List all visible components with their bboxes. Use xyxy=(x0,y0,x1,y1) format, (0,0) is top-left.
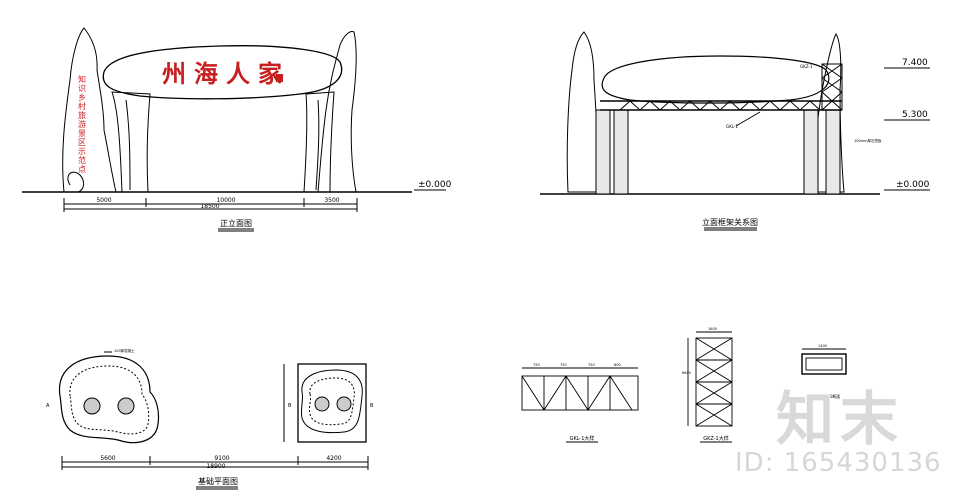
top-stone xyxy=(102,45,343,100)
plan-dim-left: 5600 xyxy=(100,455,115,462)
gkl-dim-2: 750 xyxy=(560,363,567,367)
section-label: GK2-1断面 xyxy=(820,393,840,399)
left-pad-boulder-2 xyxy=(117,397,135,415)
left-pad-outer xyxy=(58,355,160,444)
gkl-dim-1: 750 xyxy=(533,363,540,367)
seal-stamp xyxy=(276,74,283,82)
gkz-dim-top-label: 1600 xyxy=(708,327,717,331)
truss-column xyxy=(821,63,843,111)
level-mid-label: 5.300 xyxy=(902,110,928,120)
frame-elevation: GKZ-1 GKL-1 100mm厚石膏板 7.400 5.300 ±0.000… xyxy=(540,31,930,231)
plan-note: 100厚混凝土 xyxy=(114,348,135,353)
plan-dim-right: 4200 xyxy=(326,455,341,462)
frame-col-left-2 xyxy=(613,109,629,195)
right-pad-boulder-1 xyxy=(314,396,330,412)
right-pad-outer xyxy=(300,369,363,434)
left-pad-inner xyxy=(69,365,150,435)
section-b-left: B xyxy=(288,403,292,409)
label-side: 100mm厚石膏板 xyxy=(854,138,882,143)
front-elevation-title: 正立面图 xyxy=(220,218,252,228)
plan-dim-total: 18900 xyxy=(206,463,225,470)
frame-left-rock xyxy=(566,31,601,193)
label-gkl-leader xyxy=(735,111,761,127)
gkl-beam-web xyxy=(521,375,633,411)
dim-total: 18500 xyxy=(200,203,219,210)
left-post-inner xyxy=(125,99,131,191)
section-box-inner xyxy=(805,357,843,371)
right-pad-boulder-2 xyxy=(336,396,352,412)
left-rock xyxy=(62,27,117,193)
vertical-text: 知识乡村旅游景区示范点 xyxy=(78,74,87,174)
level-0-frame-label: ±0.000 xyxy=(896,180,930,190)
left-post xyxy=(111,91,151,193)
frame-elevation-title: 立面框架关系图 xyxy=(702,217,758,227)
section-b-right: B xyxy=(370,403,374,409)
front-elevation: 州海人家 知识乡村旅游景区示范点 5000 10000 3500 18500 ±… xyxy=(22,27,452,232)
details: 750 750 750 600 GKL-1大样 1600 6600 GKZ-1大… xyxy=(521,327,847,443)
dim-left: 5000 xyxy=(96,197,111,204)
right-pad-inner xyxy=(308,377,355,426)
right-post-inner xyxy=(315,99,320,191)
foundation-plan-title: 基础平面图 xyxy=(198,476,238,486)
gkl-beam xyxy=(521,375,639,411)
gkl-dim-4: 600 xyxy=(614,363,621,367)
frame-top-stone xyxy=(601,55,830,104)
sign-text: 州海人家 xyxy=(162,60,290,88)
label-gkl: GKL-1 xyxy=(726,124,738,129)
right-pad-square xyxy=(297,363,367,443)
left-rock-detail xyxy=(67,171,85,193)
section-a-left: A xyxy=(46,403,50,409)
dim-mid: 10000 xyxy=(216,197,235,204)
foundation-plan: A 100厚混凝土 B B 5600 9100 4200 18900 基础平面图 xyxy=(46,348,374,490)
watermark-id: ID: 165430136 xyxy=(735,448,942,478)
section-box xyxy=(801,353,847,375)
right-rock xyxy=(317,31,357,193)
level-high-label: 7.400 xyxy=(902,58,928,68)
frame-col-right-2 xyxy=(825,109,841,195)
frame-col-left-1 xyxy=(595,109,611,195)
section-dim-label: 1400 xyxy=(818,344,827,348)
label-gkz: GKZ-1 xyxy=(800,64,813,69)
watermark-logo: 知末 xyxy=(776,385,905,453)
truss-column-web xyxy=(821,63,843,111)
frame-col-right-1 xyxy=(803,109,819,195)
gkl-title: GKL-1大样 xyxy=(570,435,595,442)
gkz-column-web xyxy=(695,337,733,427)
left-pad-boulder-1 xyxy=(83,397,101,415)
level-0-label: ±0.000 xyxy=(418,180,452,190)
gkl-dim-3: 750 xyxy=(588,363,595,367)
gkz-dim-side-label: 6600 xyxy=(682,371,691,375)
truss-web xyxy=(619,100,821,111)
dim-right: 3500 xyxy=(324,197,339,204)
right-post xyxy=(303,91,335,193)
gkz-title: GKZ-1大样 xyxy=(703,435,728,442)
plan-dim-mid: 9100 xyxy=(214,455,229,462)
